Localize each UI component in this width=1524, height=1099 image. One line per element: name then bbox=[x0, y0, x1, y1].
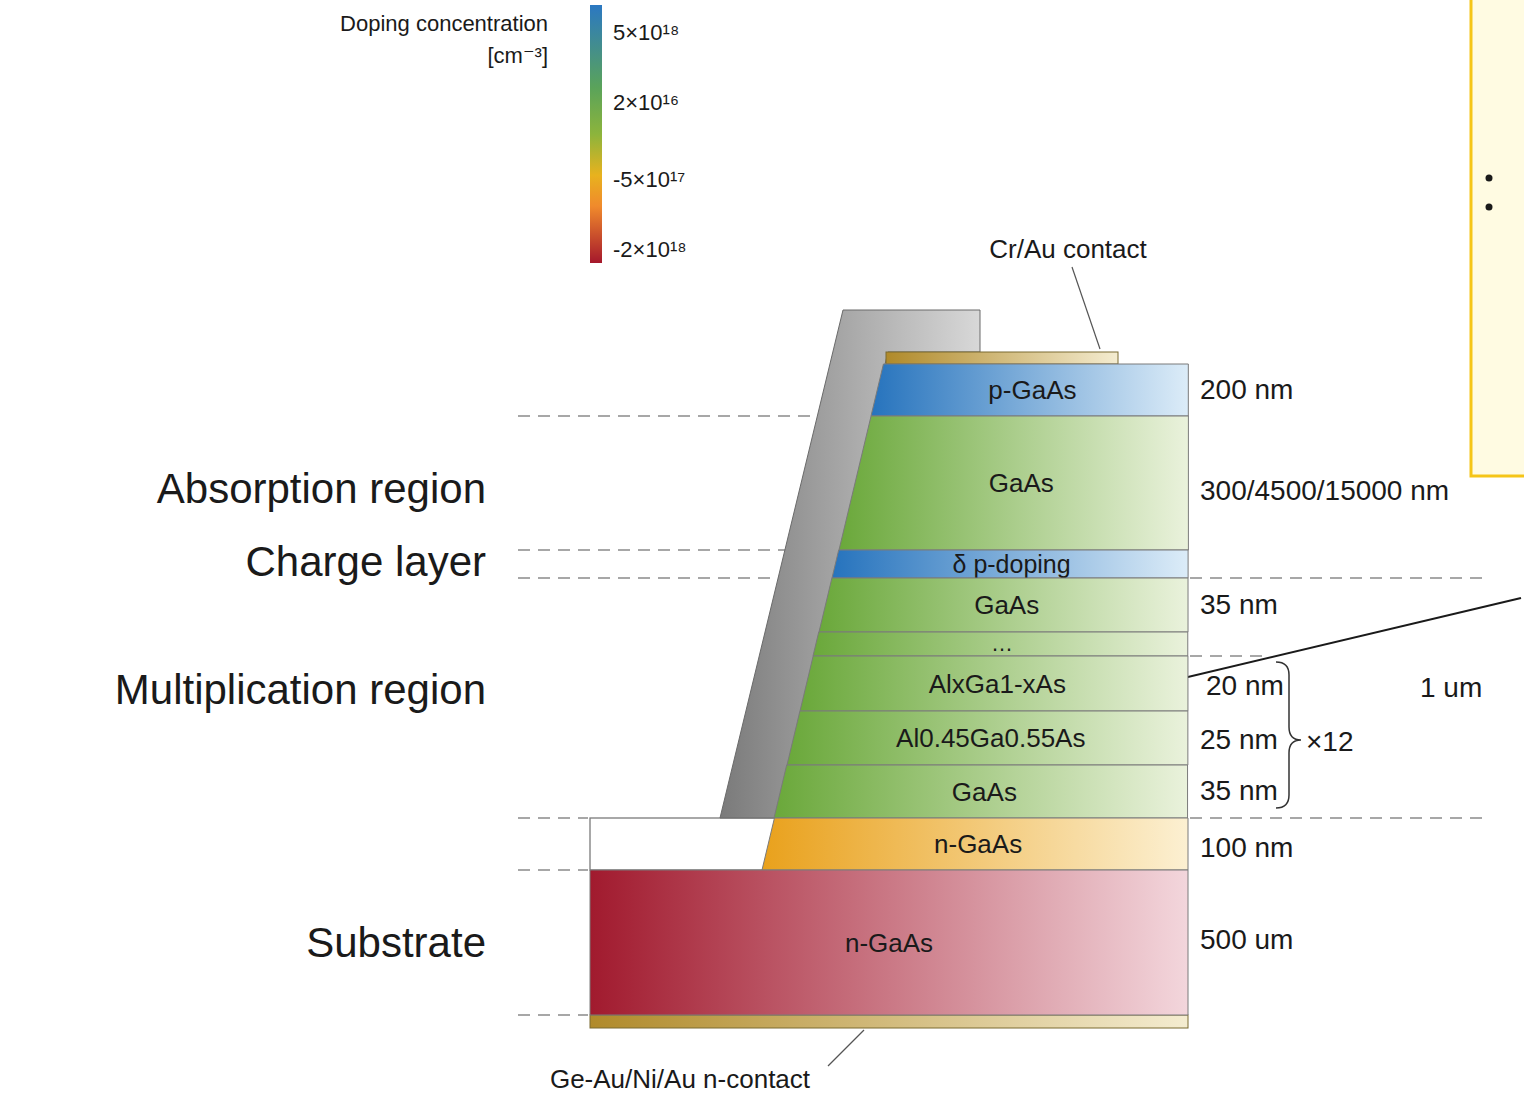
region-label: Absorption region bbox=[157, 465, 486, 513]
layer-band: GaAs bbox=[774, 765, 1188, 818]
thickness-label: 500 um bbox=[1200, 924, 1293, 956]
leader-line bbox=[828, 1030, 864, 1066]
thickness-label: 300/4500/15000 nm bbox=[1200, 475, 1449, 507]
layer-band: AlxGa1-xAs bbox=[800, 656, 1188, 711]
substrate-layer: n-GaAs bbox=[590, 870, 1188, 1015]
layer-name: GaAs bbox=[839, 416, 1188, 550]
colorbar-tick: 5×10¹⁸ bbox=[613, 20, 679, 45]
thickness-label: 35 nm bbox=[1200, 775, 1278, 807]
layer-band: n-GaAs bbox=[762, 818, 1188, 870]
layer-name: n-GaAs bbox=[590, 870, 1188, 1015]
colorbar bbox=[590, 5, 602, 263]
colorbar-tick: -5×10¹⁷ bbox=[613, 167, 685, 192]
layer-name: AlxGa1-xAs bbox=[800, 656, 1188, 711]
layer-name: GaAs bbox=[819, 578, 1188, 632]
repeat-count: ×12 bbox=[1306, 726, 1354, 758]
layer-name: n-GaAs bbox=[762, 818, 1188, 870]
bullet-dot bbox=[1486, 175, 1493, 182]
layer-band: δ p-doping bbox=[832, 550, 1188, 578]
colorbar-tick: -2×10¹⁸ bbox=[613, 237, 687, 262]
layer-name: … bbox=[813, 632, 1188, 656]
layer-band: p-GaAs bbox=[871, 364, 1188, 416]
thickness-label: 200 nm bbox=[1200, 374, 1293, 406]
thickness-label: 1 um bbox=[1420, 672, 1482, 704]
layer-band: Al0.45Ga0.55As bbox=[787, 711, 1188, 765]
colorbar-tick: 2×10¹⁶ bbox=[613, 90, 679, 115]
region-label: Substrate bbox=[306, 919, 486, 967]
layer-name: GaAs bbox=[774, 765, 1188, 818]
region-label: Charge layer bbox=[246, 538, 486, 586]
thickness-label: 25 nm bbox=[1200, 724, 1278, 756]
region-label: Multiplication region bbox=[115, 666, 486, 714]
layer-band: GaAs bbox=[839, 416, 1188, 550]
guide-lines bbox=[518, 416, 1482, 1015]
bottom-contact bbox=[590, 1015, 1188, 1028]
thickness-label: 35 nm bbox=[1200, 589, 1278, 621]
layer-band: GaAs bbox=[819, 578, 1188, 632]
leader-line bbox=[1072, 267, 1100, 349]
thickness-label: 20 nm bbox=[1206, 670, 1284, 702]
layer-name: δ p-doping bbox=[832, 550, 1188, 578]
contact-label: Ge-Au/Ni/Au n-contact bbox=[550, 1065, 810, 1095]
contact-label: Cr/Au contact bbox=[989, 235, 1147, 265]
top-contact bbox=[886, 352, 1118, 364]
note-box bbox=[1471, 0, 1524, 476]
layer-band: … bbox=[813, 632, 1188, 656]
bullet-dot bbox=[1486, 204, 1493, 211]
layer-name: p-GaAs bbox=[871, 364, 1188, 416]
ledge bbox=[590, 818, 780, 870]
colorbar-title: Doping concentration [cm⁻³] bbox=[308, 8, 548, 72]
thickness-label: 100 nm bbox=[1200, 832, 1293, 864]
layer-name: Al0.45Ga0.55As bbox=[787, 711, 1188, 765]
